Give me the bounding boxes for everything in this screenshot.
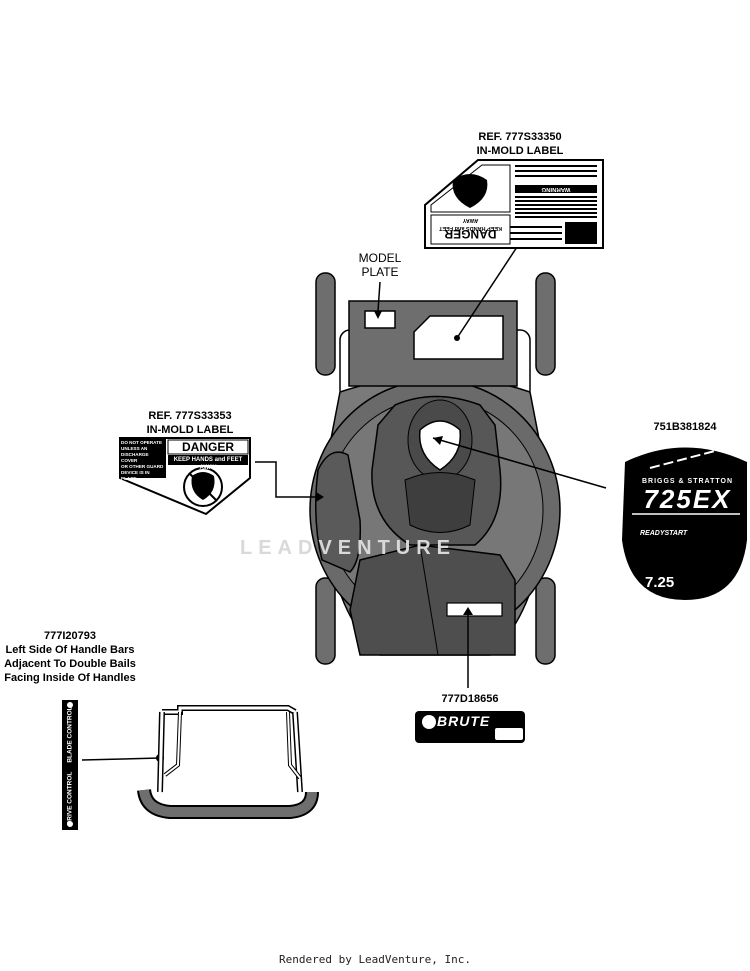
danger-small-subtitle: KEEP HANDS and FEET AWAY — [173, 457, 243, 471]
danger-decal-large — [424, 159, 604, 249]
rear-left-wheel — [315, 272, 336, 376]
side-discharge-cover — [315, 451, 362, 573]
engine-series: READYSTART — [640, 530, 688, 537]
handle-strip-bottom: DRIVE CONTROL — [66, 771, 74, 826]
engine-decal-oval — [622, 446, 747, 600]
callout-751b381824: 751B381824 — [653, 421, 717, 433]
callout-777d18656: 777D18656 — [441, 693, 499, 705]
front-housing — [349, 544, 516, 656]
engine-brand: BRIGGS & STRATTON — [641, 478, 734, 485]
callout-ref-777s33350: REF. 777S33350 IN-MOLD LABEL — [476, 131, 564, 157]
watermark: LEADVENTURE — [240, 537, 457, 559]
callout-model-plate: MODEL PLATE — [358, 251, 402, 279]
brute-decal-location — [446, 602, 503, 617]
front-right-wheel — [535, 577, 556, 665]
danger-small-side-text: DO NOT OPERATE UNLESS AN DISCHARGE COVER… — [121, 440, 164, 481]
danger-decal-small — [119, 437, 251, 516]
handle-strip-decal — [62, 700, 78, 830]
callout-777i20793: 777I20793 Left Side Of Handle Bars Adjac… — [4, 630, 136, 684]
mower-illustration — [309, 272, 561, 665]
engine-model: 725EX — [643, 484, 732, 514]
engine-torque: 7.25 — [645, 574, 675, 591]
engine-decal — [418, 420, 462, 471]
danger-large-warning: WARNING — [541, 186, 571, 192]
brute-decal — [415, 711, 525, 743]
danger-large-subtitle: KEEP HANDS and FEET AWAY — [439, 217, 502, 231]
danger-small-title: DANGER — [181, 440, 234, 454]
brute-brand: BRUTE — [437, 713, 491, 729]
footer-credit: Rendered by LeadVenture, Inc. — [278, 953, 472, 966]
callout-ref-777s33353: REF. 777S33353 IN-MOLD LABEL — [146, 410, 234, 436]
front-left-wheel — [315, 577, 336, 665]
rear-right-wheel — [535, 272, 556, 376]
handle-bar-illustration — [137, 705, 319, 819]
